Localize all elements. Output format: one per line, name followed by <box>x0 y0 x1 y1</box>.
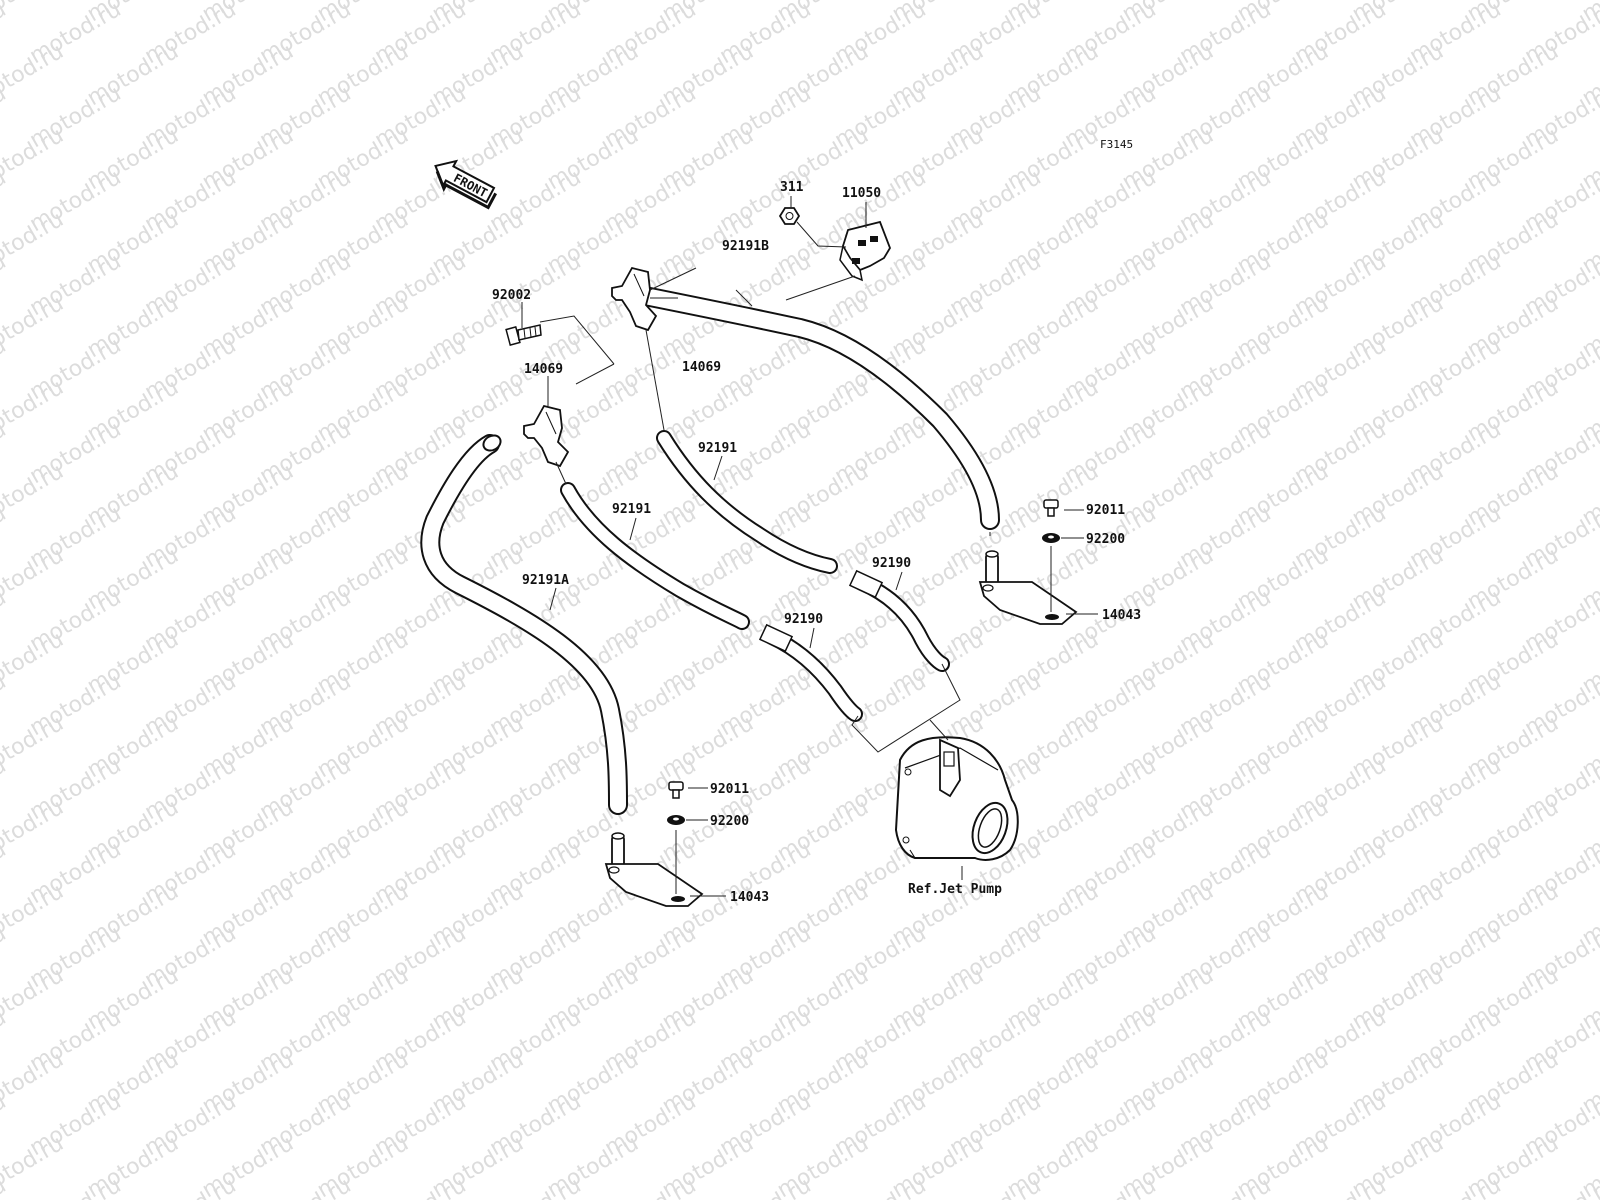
screw-92011-right-icon <box>1043 499 1059 517</box>
watermark-text: motod.ru <box>601 1173 701 1200</box>
label-92191A: 92191A <box>522 573 569 588</box>
screw-92002-icon <box>505 324 542 346</box>
label-92200-right: 92200 <box>1086 532 1125 547</box>
watermark-text: motod.ru <box>1176 1173 1276 1200</box>
label-14069-left: 14069 <box>524 362 563 377</box>
watermark-text: motod.ru <box>1291 1173 1391 1200</box>
nut-311-icon <box>778 207 801 225</box>
watermark-text: motod.ru <box>716 1173 816 1200</box>
label-92191-upper: 92191 <box>698 441 737 456</box>
label-92002: 92002 <box>492 288 531 303</box>
label-11050: 11050 <box>842 186 881 201</box>
watermark-text: motod.ru <box>371 1173 471 1200</box>
figure-code: F3145 <box>1100 138 1133 151</box>
screw-92011-left-icon <box>668 781 684 799</box>
ref-jet-pump-label: Ref.Jet Pump <box>908 882 1002 897</box>
watermark-text: motod.ru <box>0 0 68 27</box>
label-14043-left: 14043 <box>730 890 769 905</box>
watermark-text: motod.ru <box>946 1173 1046 1200</box>
label-14043-right: 14043 <box>1102 608 1141 623</box>
leader-lines <box>521 196 1098 897</box>
label-92191B: 92191B <box>722 239 769 254</box>
watermark-text: motod.ru <box>256 1173 356 1200</box>
hose-92190-right <box>848 569 950 672</box>
watermark-text: motod.ru <box>141 1173 241 1200</box>
watermark-text: motod.ru <box>831 1173 931 1200</box>
plate-14043-right <box>978 550 1078 625</box>
label-92190-left: 92190 <box>784 612 823 627</box>
hose-92190-left <box>758 623 863 722</box>
label-92191-lower: 92191 <box>612 502 651 517</box>
label-92011-right: 92011 <box>1086 503 1125 518</box>
label-14069-right: 14069 <box>682 360 721 375</box>
hose-92191-upper <box>656 430 838 574</box>
bracket-11050 <box>839 220 891 282</box>
watermark-text: motod.ru <box>1406 1173 1506 1200</box>
hose-92191A <box>420 434 628 815</box>
label-92200-left: 92200 <box>710 814 749 829</box>
watermark-text: motod.ru <box>26 1173 126 1200</box>
watermark-text: motod.ru <box>0 1173 10 1200</box>
fitting-14069-right <box>611 266 658 332</box>
hose-92191-lower <box>560 482 750 630</box>
label-92011-left: 92011 <box>710 782 749 797</box>
watermark-text: motod.ru <box>486 1173 586 1200</box>
washer-92200-left-icon <box>667 815 685 825</box>
label-311: 311 <box>780 180 804 195</box>
plate-14043-left <box>604 832 704 907</box>
washer-92200-right-icon <box>1042 533 1060 543</box>
fitting-14069-left <box>523 404 570 468</box>
label-92190-right: 92190 <box>872 556 911 571</box>
watermark-text: motod.ru <box>1061 1173 1161 1200</box>
jet-pump-housing <box>894 736 1019 861</box>
